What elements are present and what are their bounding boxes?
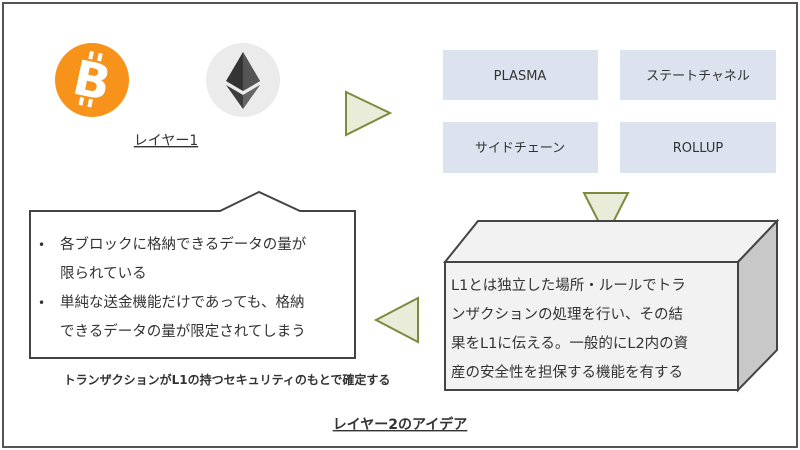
arrow-left-icon bbox=[373, 296, 419, 344]
caption: トランザクションがL1の持つセキュリティのもとで確定する bbox=[64, 372, 391, 387]
layer1-label: レイヤー1 bbox=[134, 133, 199, 149]
svg-text:産の安全性を担保する機能を有する: 産の安全性を担保する機能を有する bbox=[451, 363, 683, 381]
svg-text:•: • bbox=[38, 296, 45, 310]
svg-text:L1とは独立した場所・ルールでトラ: L1とは独立した場所・ルールでトラ bbox=[451, 277, 686, 294]
solution-rollup: ROLLUP bbox=[620, 122, 776, 173]
bitcoin-icon: B bbox=[55, 43, 129, 117]
svg-text:PLASMA: PLASMA bbox=[494, 69, 547, 84]
svg-text:ンザクションの処理を行い、その結: ンザクションの処理を行い、その結 bbox=[451, 306, 683, 323]
svg-text:•: • bbox=[38, 238, 45, 252]
svg-text:単純な送金機能だけであっても、格納: 単純な送金機能だけであっても、格納 bbox=[60, 294, 304, 311]
svg-text:ステートチャネル: ステートチャネル bbox=[646, 69, 750, 84]
layer2-box: L1とは独立した場所・ルールでトラ ンザクションの処理を行い、その結 果をL1に… bbox=[442, 218, 780, 393]
problem-callout: • 各ブロックに格納できるデータの量が 限られている • 単純な送金機能だけであ… bbox=[29, 190, 356, 359]
svg-text:できるデータの量が限定されてしまう: できるデータの量が限定されてしまう bbox=[60, 322, 306, 340]
svg-text:ROLLUP: ROLLUP bbox=[673, 141, 724, 156]
page-title: レイヤー2のアイデア bbox=[333, 416, 468, 433]
solution-sidechain: サイドチェーン bbox=[443, 122, 598, 173]
arrow-right-icon bbox=[345, 90, 393, 137]
svg-text:各ブロックに格納できるデータの量が: 各ブロックに格納できるデータの量が bbox=[60, 235, 307, 253]
svg-text:果をL1に伝える。一般的にL2内の資: 果をL1に伝える。一般的にL2内の資 bbox=[451, 335, 688, 352]
svg-text:限られている: 限られている bbox=[60, 265, 147, 282]
solution-state-channel: ステートチャネル bbox=[620, 50, 776, 100]
arrow-down-icon bbox=[582, 192, 630, 239]
ethereum-icon bbox=[206, 43, 280, 117]
svg-text:サイドチェーン: サイドチェーン bbox=[475, 141, 565, 156]
solution-plasma: PLASMA bbox=[443, 50, 598, 100]
